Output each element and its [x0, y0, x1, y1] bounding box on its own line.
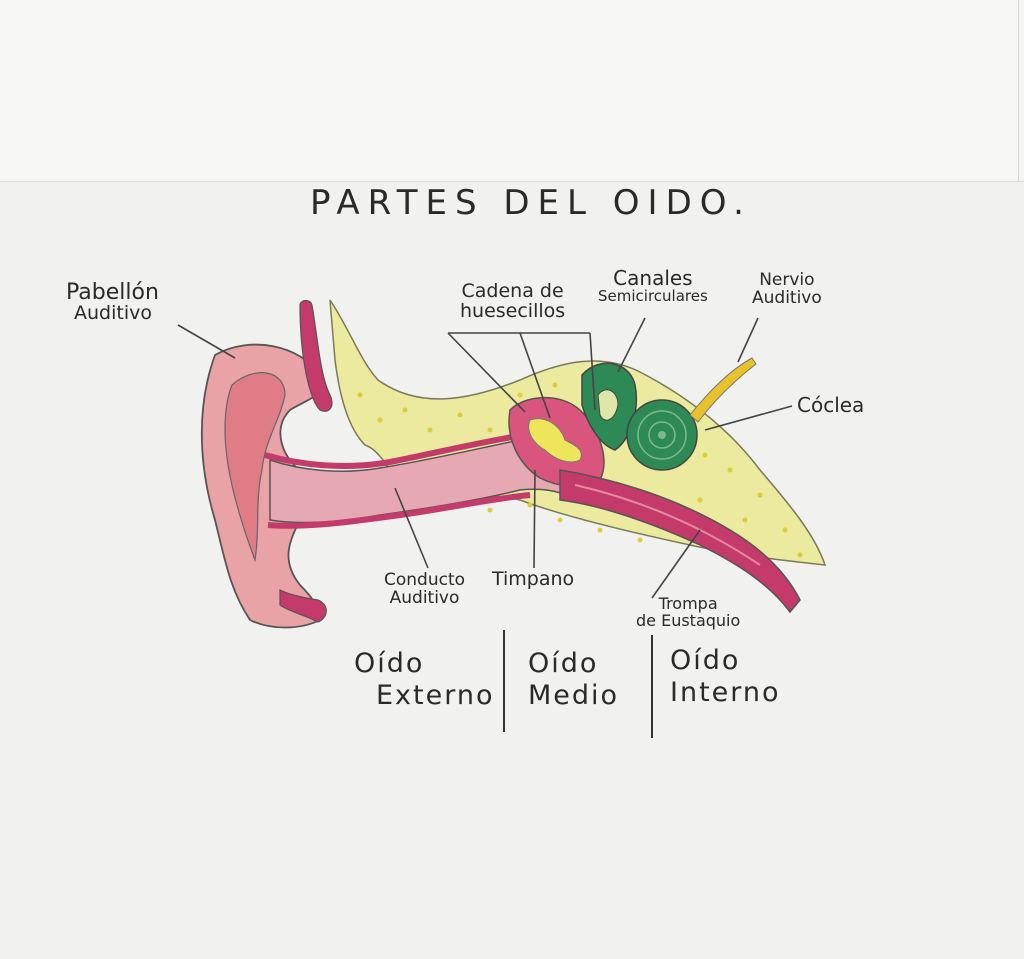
- label-nervio-auditivo: Nervio Auditivo: [752, 270, 822, 308]
- leader-lines: [177, 317, 793, 599]
- ear-canal-wall-lower: [267, 492, 531, 529]
- section-oido-medio: Oído Medio: [528, 648, 620, 712]
- label-cadena-huesecillos: Cadena de huesecillos: [460, 280, 566, 322]
- auditory-nerve: [689, 357, 757, 423]
- pinna-concha: [224, 372, 286, 563]
- lobe-tail: [279, 589, 327, 623]
- label-timpano: Timpano: [492, 568, 575, 590]
- ear-canal-wall: [264, 432, 526, 469]
- helix-tail: [299, 299, 333, 412]
- label-pabellon-auditivo: Pabellón Auditivo: [66, 280, 159, 325]
- label-canales-semicirculares: Canales Semicirculares: [598, 266, 708, 305]
- label-trompa-eustaquio: Trompa de Eustaquio: [636, 594, 741, 630]
- section-oido-interno: Oído Interno: [670, 645, 781, 709]
- section-oido-externo: Oído Externo: [354, 648, 495, 712]
- eustachian-tube: [559, 469, 801, 614]
- label-conducto-auditivo: Conducto Auditivo: [384, 570, 466, 608]
- ossicles: [528, 418, 582, 463]
- background-paper: [0, 0, 1019, 182]
- diagram-title: PARTES DEL OIDO.: [310, 183, 752, 223]
- label-coclea: Cóclea: [797, 393, 865, 417]
- cochlea: [626, 399, 698, 471]
- drawing-paper: [0, 181, 1024, 959]
